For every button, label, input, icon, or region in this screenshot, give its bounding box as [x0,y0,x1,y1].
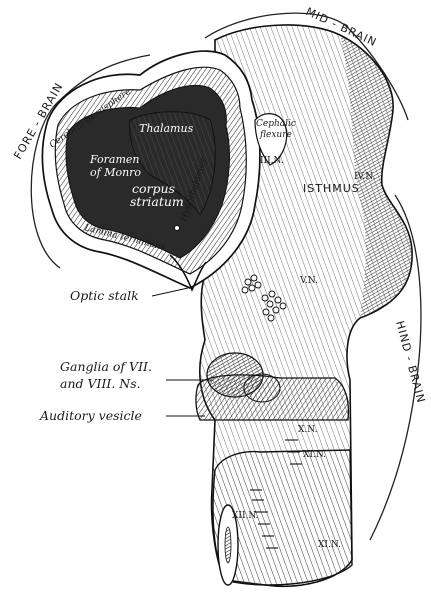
cylinder-lumen [224,526,232,564]
hindbrain-bracket [369,194,422,541]
cephalic-flexure-label-2: flexure [259,130,292,140]
foramen-label-1: Foramen [89,153,140,166]
cephalic-flexure-notch [254,113,288,166]
nerve-xi-lower-label: XI.N. [318,540,341,550]
nerve-iv-label: IV.N. [354,172,376,182]
nerve-xii-label: XII.N. [232,511,259,521]
nerve-x-label: X.N. [298,425,318,435]
isthmus-label: ISTHMUS [303,182,360,195]
foramen-dot [174,225,180,231]
optic-stalk-shape [169,254,207,292]
foramen-label-2: of Monro [90,166,141,179]
optic-stalk-leader [151,287,189,297]
hindbrain-label: HIND - BRAIN [393,319,428,404]
forebrain-bracket [30,54,151,269]
optic-stalk-label: Optic stalk [70,288,139,303]
tube-shading [340,35,413,318]
midbrain-bracket [204,12,409,121]
trigeminal-nodules [241,274,287,322]
corpus-label-2: striatum [130,194,184,209]
nerve-v-label: V.N. [299,276,318,286]
ganglia-label-2: and VIII. Ns. [60,376,141,391]
ganglia-shape-2 [243,373,281,403]
lower-cylinder [212,449,353,586]
nerve-xi-label: XI.N. [303,450,326,460]
thalamus-ridge [129,111,216,216]
corpus-label-1: corpus [132,181,175,196]
ganglia-label-1: Ganglia of VII. [60,359,152,374]
nerve-iii-label: III.N. [260,156,284,166]
thalamus-label: Thalamus [139,122,194,135]
cephalic-flexure-label-1: Cephalic [256,119,296,129]
auditory-vesicle-label: Auditory vesicle [39,408,142,423]
spinal-root-marks [250,439,302,549]
